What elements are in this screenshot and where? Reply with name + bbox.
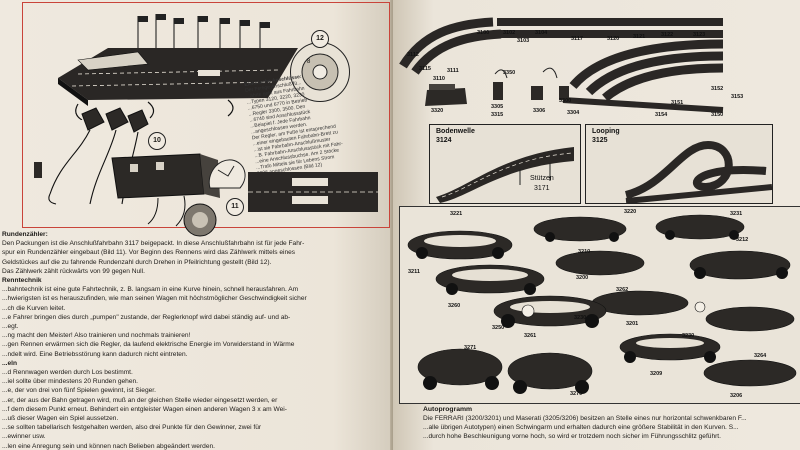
text-line: ...ng macht den Meister! Also trainieren… <box>2 332 191 340</box>
bodenwelle-number: 3124 <box>436 137 452 144</box>
text-line: ...egt. <box>2 323 19 330</box>
text-line: Den Packungen ist die Anschlußfahrbahn 3… <box>2 240 305 248</box>
bodenwelle-title: Bodenwelle <box>436 128 475 135</box>
section-heading: ...eln <box>2 359 18 367</box>
text-line: ...hwierigsten ist es herauszufinden, wi… <box>2 295 307 303</box>
track-pieces-illustration <box>399 17 724 113</box>
car-number: 3260 <box>448 303 461 309</box>
left-page: 8 12 Elektrische Anschlüsse: Der Fertige… <box>0 0 392 450</box>
car-number: 3271 <box>464 345 477 351</box>
track-number: 3112 <box>407 52 419 58</box>
car-number: 3211 <box>408 269 420 275</box>
text-line: ...se sollten tabellarisch festgehalten … <box>2 424 262 432</box>
car-catalogue: 3221 3220 3231 3212 3211 3210 3200 3262 3260 3230… <box>399 206 800 404</box>
car-number: 3270 <box>570 391 583 397</box>
looping-title: Looping <box>592 128 620 135</box>
text-line: Das Zählwerk zählt rückwärts von 99 gege… <box>2 267 145 275</box>
track-number: 3111 <box>447 68 459 74</box>
track-number: 3150 <box>711 112 724 118</box>
callout-11: 11 <box>226 198 244 216</box>
car-number: 3210 <box>578 249 591 255</box>
track-number: 3151 <box>671 100 684 106</box>
callout-10: 10 <box>148 132 166 150</box>
svg-text:8: 8 <box>307 59 311 65</box>
caption-line: Die FERRARI (3200/3201) und Maserati (32… <box>423 415 747 422</box>
looping-number: 3125 <box>592 137 608 144</box>
aside-lines: Der Fertige Anschluß fü......ährte geht … <box>245 74 357 177</box>
track-number: 3152 <box>711 86 724 92</box>
track-number: 3121 <box>633 34 646 40</box>
track-number: 3315 <box>491 112 504 118</box>
track-number: 3153 <box>731 94 744 100</box>
text-line: ...ch die Kurven leitet. <box>2 304 66 312</box>
track-number: 3103 <box>517 38 530 44</box>
track-number: 3122 <box>661 32 674 38</box>
hand-controllers-illustration <box>34 107 149 205</box>
car-number: 3264 <box>754 353 767 359</box>
track-number: 3304 <box>567 110 580 116</box>
track-number: 3110 <box>433 76 445 82</box>
race-cars-illustration <box>407 214 797 394</box>
track-number: 3120 <box>607 36 620 42</box>
bodenwelle-box: Bodenwelle 3124 Stützen 3171 <box>429 124 581 204</box>
caption-line: ...alle übrigen Autotypen) einen Schwing… <box>423 424 739 431</box>
text-line: ...f dem diesem Punkt erneut. Behindert … <box>2 405 287 413</box>
track-number: 3350 <box>503 70 516 76</box>
text-line: spur ein Rundenzähler eingebaut (Bild 11… <box>2 249 296 257</box>
track-number: 3300 <box>559 98 572 104</box>
stuetzen-label: Stützen <box>530 175 554 182</box>
looping-box: Looping 3125 <box>585 124 773 204</box>
car-number: 3262 <box>616 287 629 293</box>
track-number: 3117 <box>571 36 583 42</box>
car-number: 3250 <box>492 325 505 331</box>
caption-title: Autoprogramm <box>423 406 473 413</box>
text-line: ...ndelt wird. Eine Betriebsstörung kann… <box>2 350 188 358</box>
section-heading: Renntechnik <box>2 277 42 284</box>
text-line: ...gen Rennen erwärmen sich die Regler, … <box>2 341 295 349</box>
car-number: 3261 <box>524 333 537 339</box>
car-number: 3209 <box>650 371 663 377</box>
counter-track-illustration <box>248 172 378 212</box>
track-number: 3320 <box>431 108 444 114</box>
grandstand-illustration <box>58 14 298 120</box>
track-number: 3305 <box>491 104 504 110</box>
track-number: 3115 <box>419 66 431 72</box>
track-number: 3102 <box>503 30 516 36</box>
counter-dial-illustration: 8 <box>290 42 350 102</box>
car-number: 3200 <box>576 275 589 281</box>
section-heading: Rundenzähler: <box>2 231 48 238</box>
text-line: ...uß dieser Wagen ein Spiel aussetzen. <box>2 415 119 422</box>
text-line: ...iel sollte über mindestens 20 Runden … <box>2 378 138 386</box>
electrical-connections-aside: Elektrische Anschlüsse: Der Fertige Ansc… <box>244 68 356 177</box>
car-number: 3220 <box>624 209 637 215</box>
car-number: 3206 <box>730 393 743 399</box>
track-number: 3100 <box>477 30 490 36</box>
hand-illustration <box>208 159 246 189</box>
callout-12: 12 <box>311 30 329 48</box>
text-line: ...d Rennwagen werden durch Los bestimmt… <box>2 369 133 376</box>
text-line: Geldstückes auf die zu fahrende Rundenza… <box>2 258 272 266</box>
track-number: 3154 <box>655 112 668 118</box>
track-number: 3306 <box>533 108 546 114</box>
text-line: ...e, der von drei von fünf Spielen gewi… <box>2 387 156 395</box>
car-number: 3201 <box>626 321 639 327</box>
track-number: 3104 <box>535 30 548 36</box>
caption-line: ...durch hohe Beschleunigung vorne hoch,… <box>423 433 721 440</box>
text-line: ...bahntechnik ist eine gute Fahrtechnik… <box>2 286 299 294</box>
car-number: 3230 <box>574 315 587 321</box>
car-number: 3221 <box>450 211 463 217</box>
text-line: ...e Fahrer bringen dies durch „pumpen" … <box>2 313 291 321</box>
car-number: 3212 <box>736 237 749 243</box>
car-number: 3231 <box>730 211 743 217</box>
book-spine <box>390 0 395 450</box>
track-number: 3123 <box>693 32 706 38</box>
car-number: 3230 <box>682 333 695 339</box>
text-line: ...ewinner usw. <box>2 433 46 441</box>
text-line: ...er, der aus der Bahn getragen wird, m… <box>2 396 278 404</box>
stuetzen-number: 3171 <box>534 185 550 192</box>
text-line: ...len eine Anregung sein und können nac… <box>2 442 215 450</box>
